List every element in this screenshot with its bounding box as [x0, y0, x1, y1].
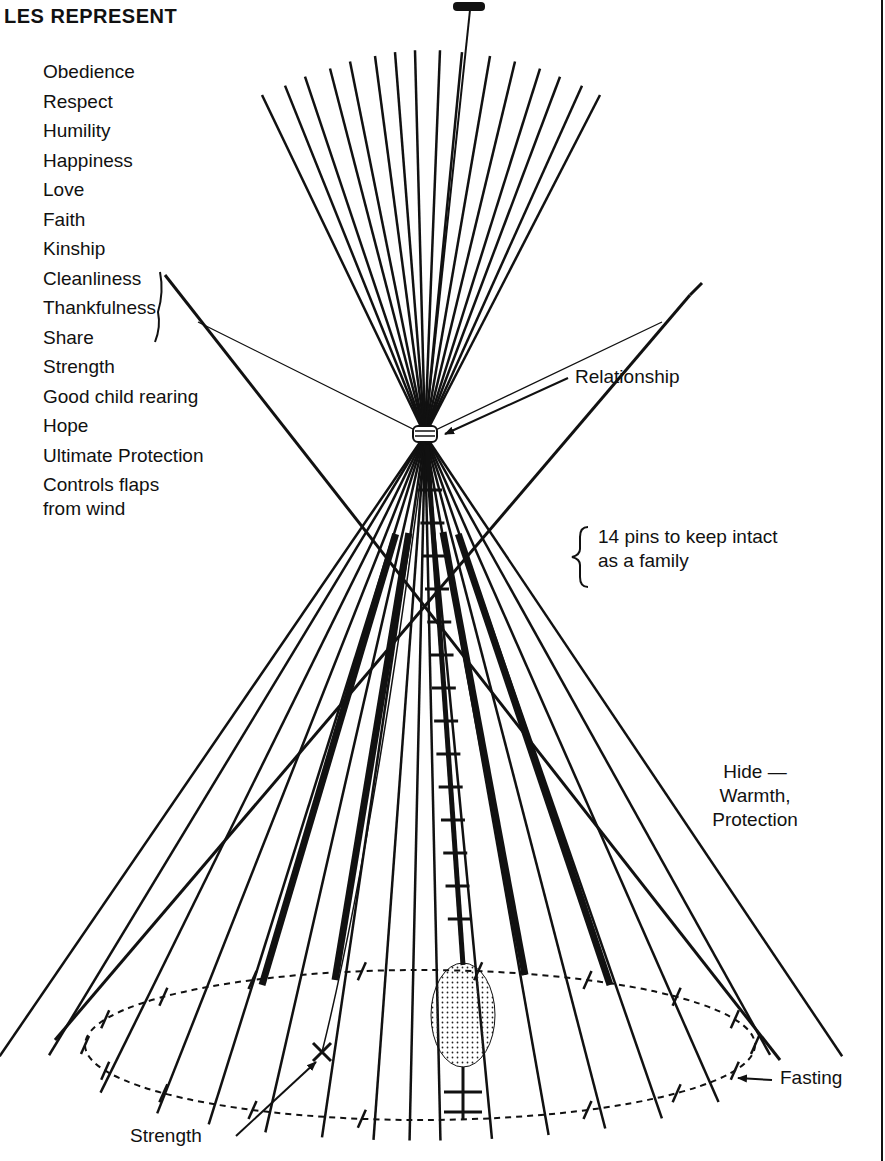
stroke: [673, 1084, 681, 1102]
list-heading: LES REPRESENT: [4, 4, 177, 29]
stroke: [101, 1062, 109, 1080]
pole-meaning: Love: [43, 178, 84, 202]
stroke: [358, 1110, 366, 1128]
frame-line: [881, 0, 883, 1161]
callout-label: Hide — Warmth, Protection: [700, 760, 810, 831]
door: [431, 963, 495, 1067]
pole-banner: [453, 2, 485, 11]
stroke: [448, 918, 472, 921]
stroke: [423, 555, 447, 558]
pole-meaning: Strength: [43, 355, 115, 379]
stroke: [350, 62, 425, 435]
stroke: [425, 95, 600, 435]
stroke: [425, 56, 490, 435]
stroke: [446, 885, 470, 888]
stroke: [584, 971, 592, 989]
stroke: [731, 1062, 739, 1080]
stroke: [425, 435, 842, 1056]
stroke: [420, 522, 444, 525]
stroke: [81, 1036, 89, 1054]
pole-meaning: Ultimate Protection: [43, 444, 204, 468]
stroke: [436, 753, 460, 756]
stroke: [430, 654, 454, 657]
flap-pole: [165, 275, 780, 1060]
stroke: [584, 1101, 592, 1119]
stroke: [265, 435, 425, 1132]
stroke: [425, 62, 515, 435]
stroke: [209, 435, 425, 1124]
leader-line: [236, 1062, 316, 1136]
pole-meaning: Controls flaps from wind: [43, 473, 178, 521]
pole-meaning: Humility: [43, 119, 111, 143]
stroke: [731, 1010, 739, 1028]
stroke: [434, 720, 458, 723]
stroke: [159, 988, 167, 1006]
stroke: [458, 534, 610, 985]
stroke: [751, 1036, 759, 1054]
pole-meaning: Happiness: [43, 149, 133, 173]
stroke: [425, 69, 540, 435]
flap-tip: [690, 283, 702, 295]
lacing-pins: [418, 490, 472, 919]
pole-meaning: Kinship: [43, 237, 105, 261]
stroke: [249, 971, 257, 989]
callout-label: 14 pins to keep intact as a family: [598, 525, 798, 573]
stroke: [157, 435, 425, 1113]
flap-pole: [55, 295, 690, 1040]
stroke: [262, 534, 396, 985]
pole-meaning: Cleanliness: [43, 267, 141, 291]
stroke: [425, 77, 560, 435]
stroke: [441, 819, 465, 822]
pole-meaning: Faith: [43, 208, 85, 232]
pole-meaning: Thankfulness: [43, 296, 156, 320]
stroke: [432, 687, 456, 690]
stroke: [425, 588, 449, 591]
callout-label: Fasting: [780, 1066, 842, 1090]
stroke: [249, 1101, 257, 1119]
brace: [572, 527, 588, 587]
pole-meaning: Share: [43, 326, 94, 350]
stroke: [439, 786, 463, 789]
stroke: [443, 852, 467, 855]
rope-knot: [313, 1043, 331, 1061]
stroke: [335, 533, 409, 980]
pole-meaning: Obedience: [43, 60, 135, 84]
leader-line: [738, 1078, 772, 1080]
stroke: [159, 1084, 167, 1102]
anchor-rope: [322, 442, 425, 1052]
stroke: [425, 86, 582, 435]
pole-meaning: Respect: [43, 90, 113, 114]
stroke: [427, 621, 451, 624]
stroke: [101, 1010, 109, 1028]
tipi-poles: [0, 50, 842, 1140]
stroke: [285, 86, 425, 435]
centre-pole: [425, 10, 470, 435]
stroke: [673, 988, 681, 1006]
tipi-stakes: [81, 962, 759, 1128]
stroke: [425, 435, 549, 1135]
pole-meaning: Good child rearing: [43, 385, 198, 409]
leader-line: [445, 378, 568, 434]
pole-meaning: Hope: [43, 414, 88, 438]
stroke: [262, 95, 425, 435]
stroke: [374, 435, 426, 1140]
stroke: [49, 435, 425, 1055]
stroke: [0, 435, 425, 1056]
stroke: [358, 962, 366, 980]
relationship-knot: [413, 426, 437, 442]
stroke: [418, 489, 442, 492]
callout-label: Relationship: [575, 365, 680, 389]
stroke: [415, 50, 425, 435]
callout-label: Strength: [130, 1124, 202, 1148]
